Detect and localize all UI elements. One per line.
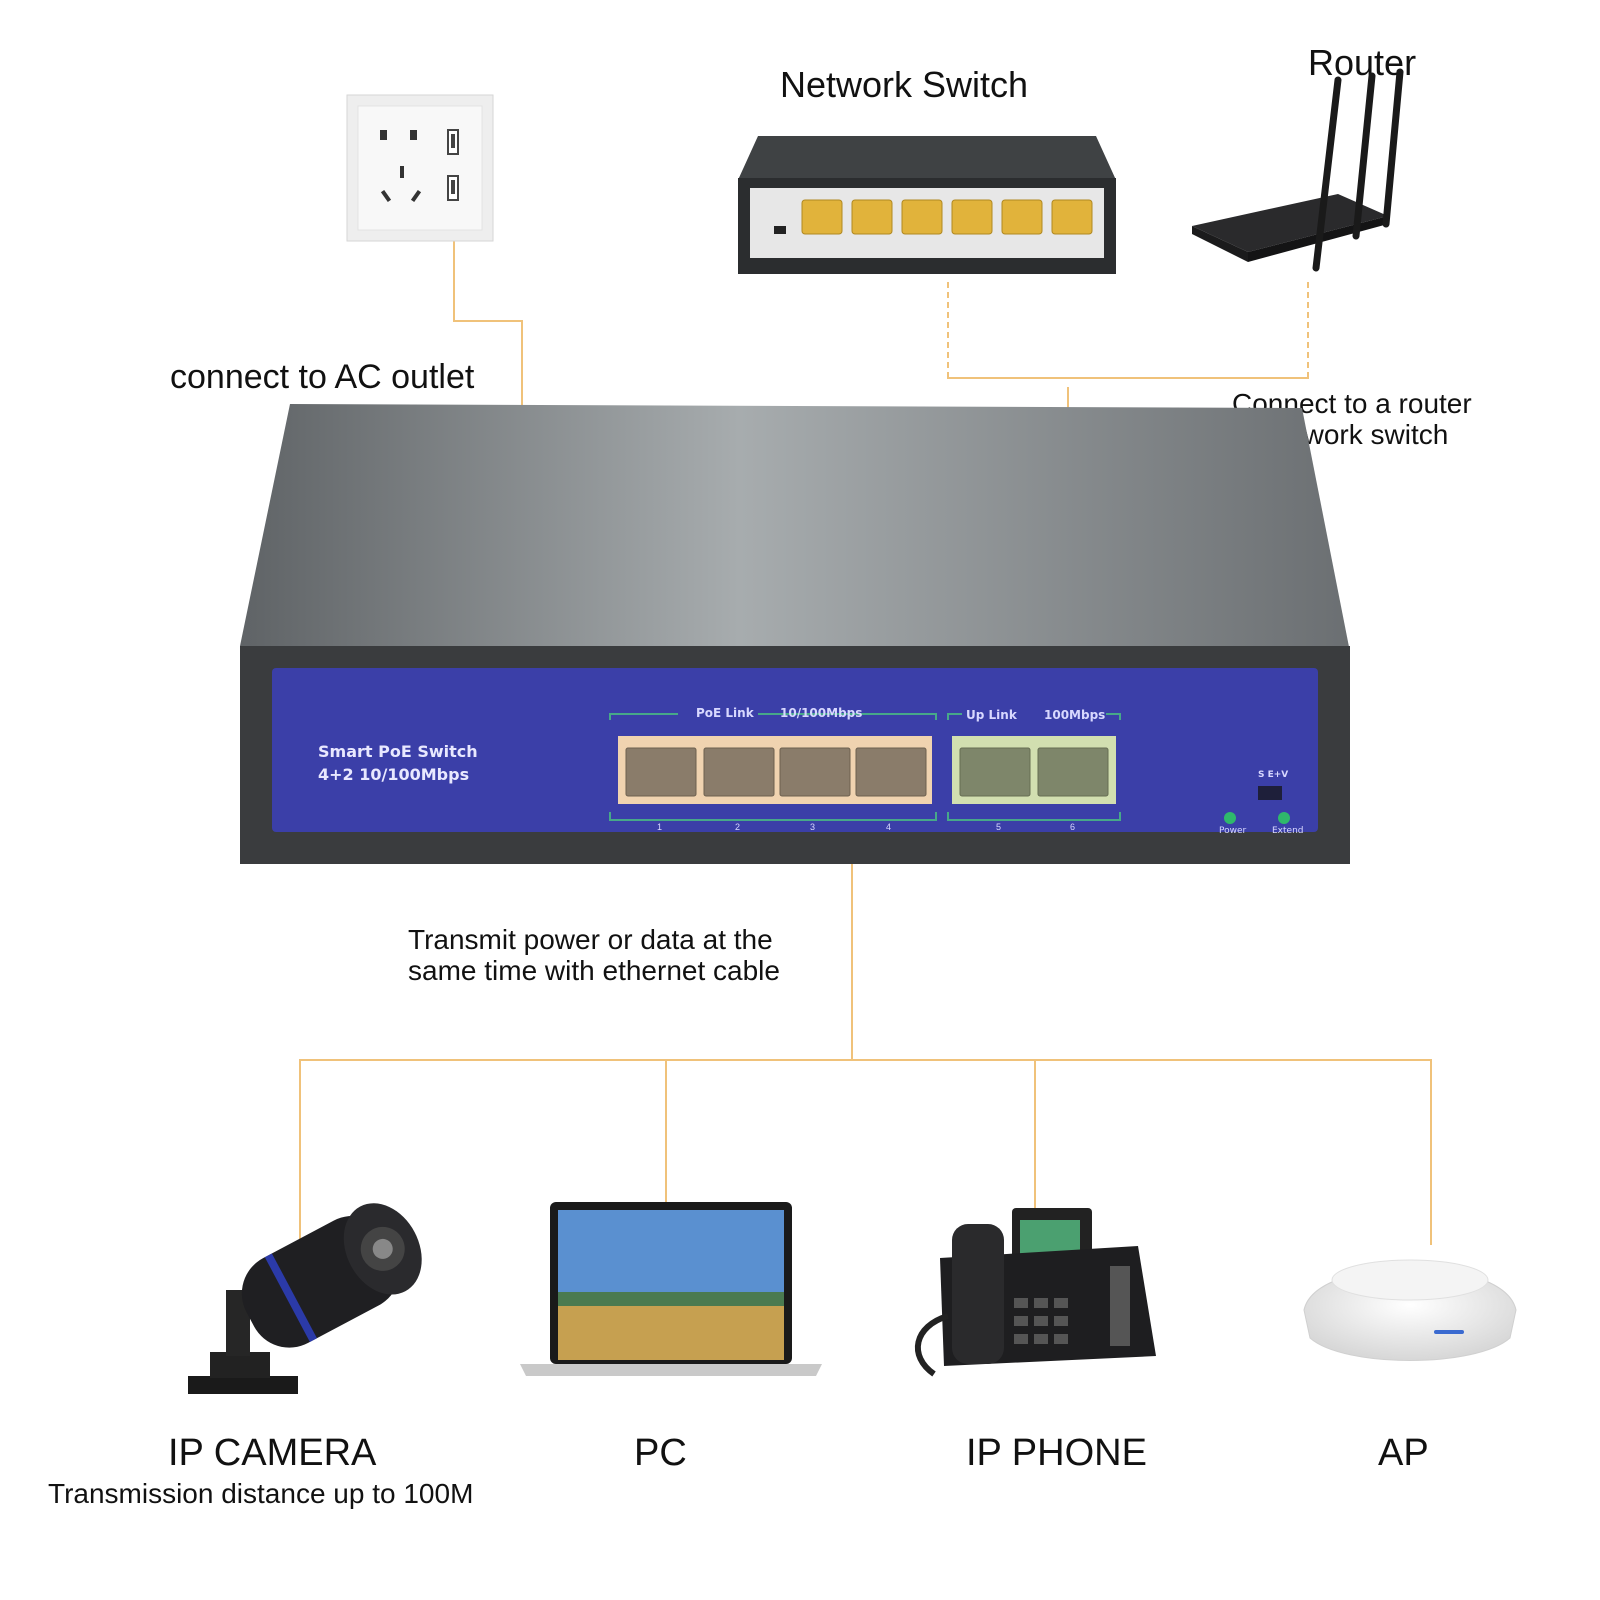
port-number: 3 — [810, 822, 816, 832]
device-name-ap: AP — [1378, 1432, 1429, 1474]
transmit-label: Transmit power or data at the same time … — [408, 924, 780, 986]
access-point-icon — [1303, 1259, 1517, 1361]
poe-group-label: PoE Link — [696, 706, 754, 720]
router-icon — [1192, 68, 1404, 272]
uplink-wire-router — [1307, 282, 1309, 378]
mode-label: S E+V — [1258, 770, 1289, 780]
switch-model-line2: 4+2 10/100Mbps — [318, 765, 470, 784]
device-note-ip-camera: Transmission distance up to 100M — [48, 1478, 474, 1509]
ip-camera-icon — [188, 1203, 422, 1394]
downlink-wire-phone — [1034, 1059, 1036, 1243]
downlink-wire-camera — [299, 1059, 301, 1244]
ac-wire-mid — [453, 320, 523, 322]
uplink-group-speed: 100Mbps — [1044, 708, 1106, 722]
port-number: 2 — [735, 822, 741, 832]
port-number: 5 — [996, 822, 1002, 832]
downlink-wire-bus — [299, 1059, 1432, 1061]
device-name-pc: PC — [634, 1432, 687, 1474]
transmit-label-line2: same time with ethernet cable — [408, 955, 780, 986]
ip-phone-icon — [914, 1208, 1156, 1377]
port-number: 6 — [1070, 822, 1076, 832]
poe-group-speed: 10/100Mbps — [780, 706, 863, 720]
ac-outlet-label: connect to AC outlet — [170, 358, 475, 396]
switch-model-line1: Smart PoE Switch — [318, 742, 478, 761]
network-switch-label: Network Switch — [780, 64, 1029, 105]
ac-outlet-icon — [346, 94, 494, 242]
downlink-wire-trunk — [851, 784, 853, 1060]
port-number: 4 — [886, 822, 892, 832]
downlink-wire-ap — [1430, 1059, 1432, 1245]
port-number: 1 — [657, 822, 663, 832]
device-name-ip-camera: IP CAMERA — [168, 1432, 377, 1474]
poe-switch-icon — [240, 404, 1350, 864]
power-led-label: Power — [1219, 826, 1247, 836]
uplink-wire-horizontal — [947, 377, 1309, 379]
transmit-label-line1: Transmit power or data at the — [408, 924, 773, 955]
ac-wire-top — [453, 240, 455, 322]
network-switch-icon — [738, 136, 1116, 274]
extend-led-label: Extend — [1272, 826, 1304, 836]
downlink-wire-pc — [665, 1059, 667, 1224]
pc-icon — [520, 1202, 822, 1376]
device-name-ip-phone: IP PHONE — [966, 1432, 1147, 1474]
uplink-wire-switch — [947, 282, 949, 378]
uplink-group-label: Up Link — [966, 708, 1017, 722]
